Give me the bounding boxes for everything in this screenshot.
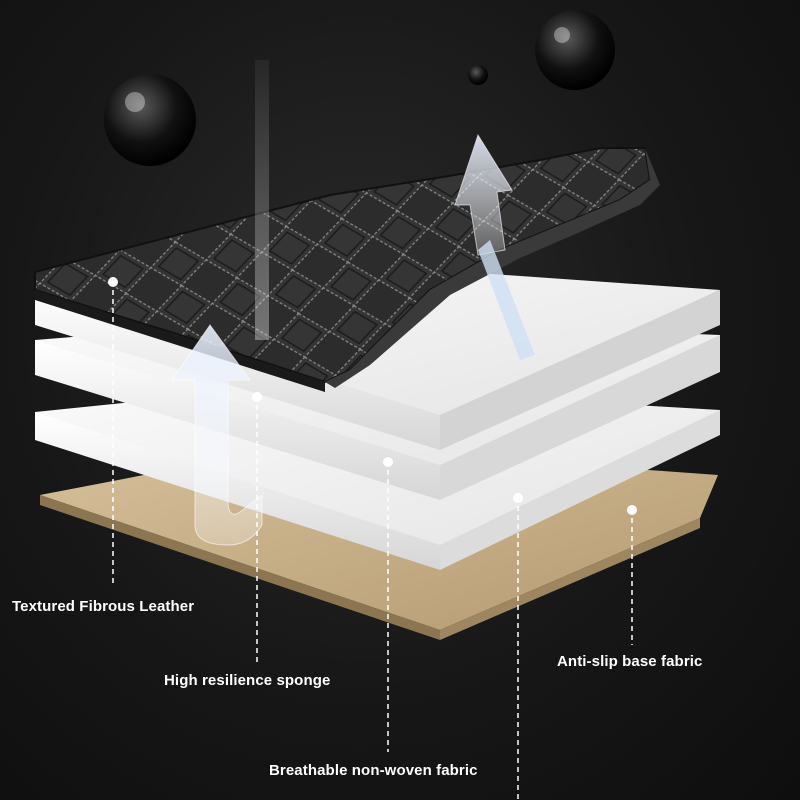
callout-dot-icon — [513, 493, 523, 503]
callout-antislip — [627, 505, 637, 645]
callout-dot-icon — [383, 457, 393, 467]
callout-nonwoven — [383, 457, 393, 752]
water-droplet-icon — [468, 65, 488, 85]
water-droplet-icon — [104, 74, 196, 166]
callout-dot-icon — [252, 392, 262, 402]
air-flow-arrow-icon — [454, 133, 535, 360]
air-flow-arrow-icon — [255, 60, 269, 340]
callout-dot-icon — [627, 505, 637, 515]
callout-sponge — [252, 392, 262, 662]
callout-dot-icon — [108, 277, 118, 287]
label-textured-fibrous-leather: Textured Fibrous Leather — [12, 598, 195, 615]
label-high-resilience-sponge: High resilience sponge — [164, 672, 331, 689]
air-flow-arrow-icon — [171, 324, 263, 546]
callout-nonwoven-2 — [513, 493, 523, 800]
water-droplet-icon — [535, 10, 615, 90]
label-anti-slip-base-fabric: Anti-slip base fabric — [557, 653, 703, 670]
label-breathable-non-woven-fabric: Breathable non-woven fabric — [269, 762, 478, 779]
callout-leather — [108, 277, 118, 585]
